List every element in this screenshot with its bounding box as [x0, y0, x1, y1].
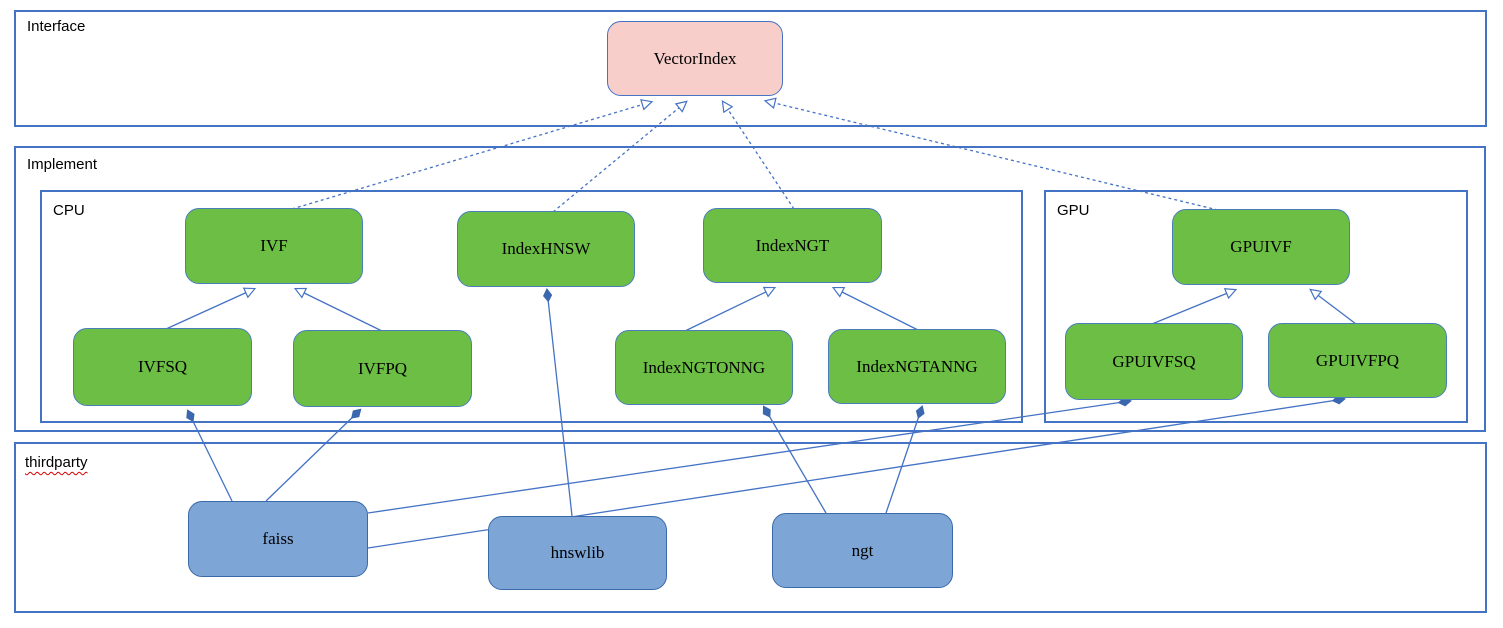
node-hnswlib-label: hnswlib	[550, 543, 605, 562]
implement-label: Implement	[27, 156, 98, 173]
thirdparty-label: thirdparty	[25, 454, 88, 471]
node-indexngtonng: IndexNGTONNG	[615, 330, 793, 405]
node-indexngt: IndexNGT	[703, 208, 882, 283]
node-vectorindex: VectorIndex	[607, 21, 783, 96]
node-indexhnsw: IndexHNSW	[457, 211, 635, 287]
node-indexngtanng-label: IndexNGTANNG	[856, 356, 978, 376]
node-ngt-label: ngt	[851, 540, 874, 560]
node-gpuivf: GPUIVF	[1172, 209, 1350, 285]
node-indexhnsw-label: IndexHNSW	[501, 239, 591, 258]
gpu-label: GPU	[1057, 202, 1090, 219]
interface-label: Interface	[27, 18, 86, 35]
node-gpuivfpq: GPUIVFPQ	[1268, 323, 1447, 398]
cpu-label: CPU	[53, 202, 85, 219]
node-ivfsq: IVFSQ	[73, 328, 252, 406]
node-indexngtonng-label: IndexNGTONNG	[642, 357, 766, 377]
node-faiss-label: faiss	[262, 529, 294, 548]
node-ivfpq: IVFPQ	[293, 330, 472, 407]
node-gpuivfpq-label: GPUIVFPQ	[1315, 350, 1400, 370]
node-vectorindex-label: VectorIndex	[653, 48, 737, 68]
node-faiss: faiss	[188, 501, 368, 577]
node-gpuivfsq: GPUIVFSQ	[1065, 323, 1243, 400]
node-indexngtanng: IndexNGTANNG	[828, 329, 1006, 404]
node-gpuivfsq-label: GPUIVFSQ	[1112, 351, 1196, 371]
node-gpuivf-label: GPUIVF	[1230, 237, 1292, 256]
node-hnswlib: hnswlib	[488, 516, 667, 590]
node-ivfpq-label: IVFPQ	[357, 358, 408, 378]
node-ivf: IVF	[185, 208, 363, 284]
node-ngt: ngt	[772, 513, 953, 588]
node-indexngt-label: IndexNGT	[755, 235, 830, 255]
node-ivfsq-label: IVFSQ	[137, 357, 188, 376]
node-ivf-label: IVF	[260, 236, 288, 255]
